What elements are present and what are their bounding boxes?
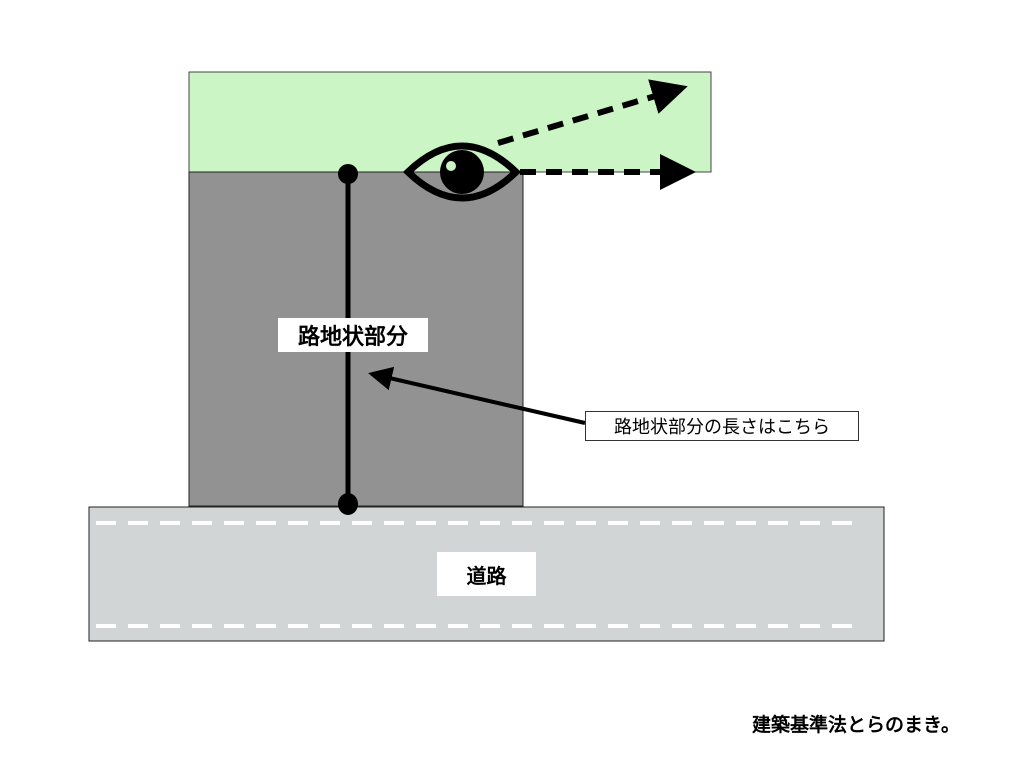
eye-icon (402, 142, 522, 202)
road-label: 道路 (437, 552, 536, 596)
callout-label: 路地状部分の長さはこちら (585, 411, 859, 441)
footer-credit: 建築基準法とらのまき。 (752, 714, 961, 736)
callout-arrow (368, 366, 586, 425)
sightline-arrow-diagonal (497, 79, 688, 146)
alley-portion-label: 路地状部分 (278, 318, 428, 352)
